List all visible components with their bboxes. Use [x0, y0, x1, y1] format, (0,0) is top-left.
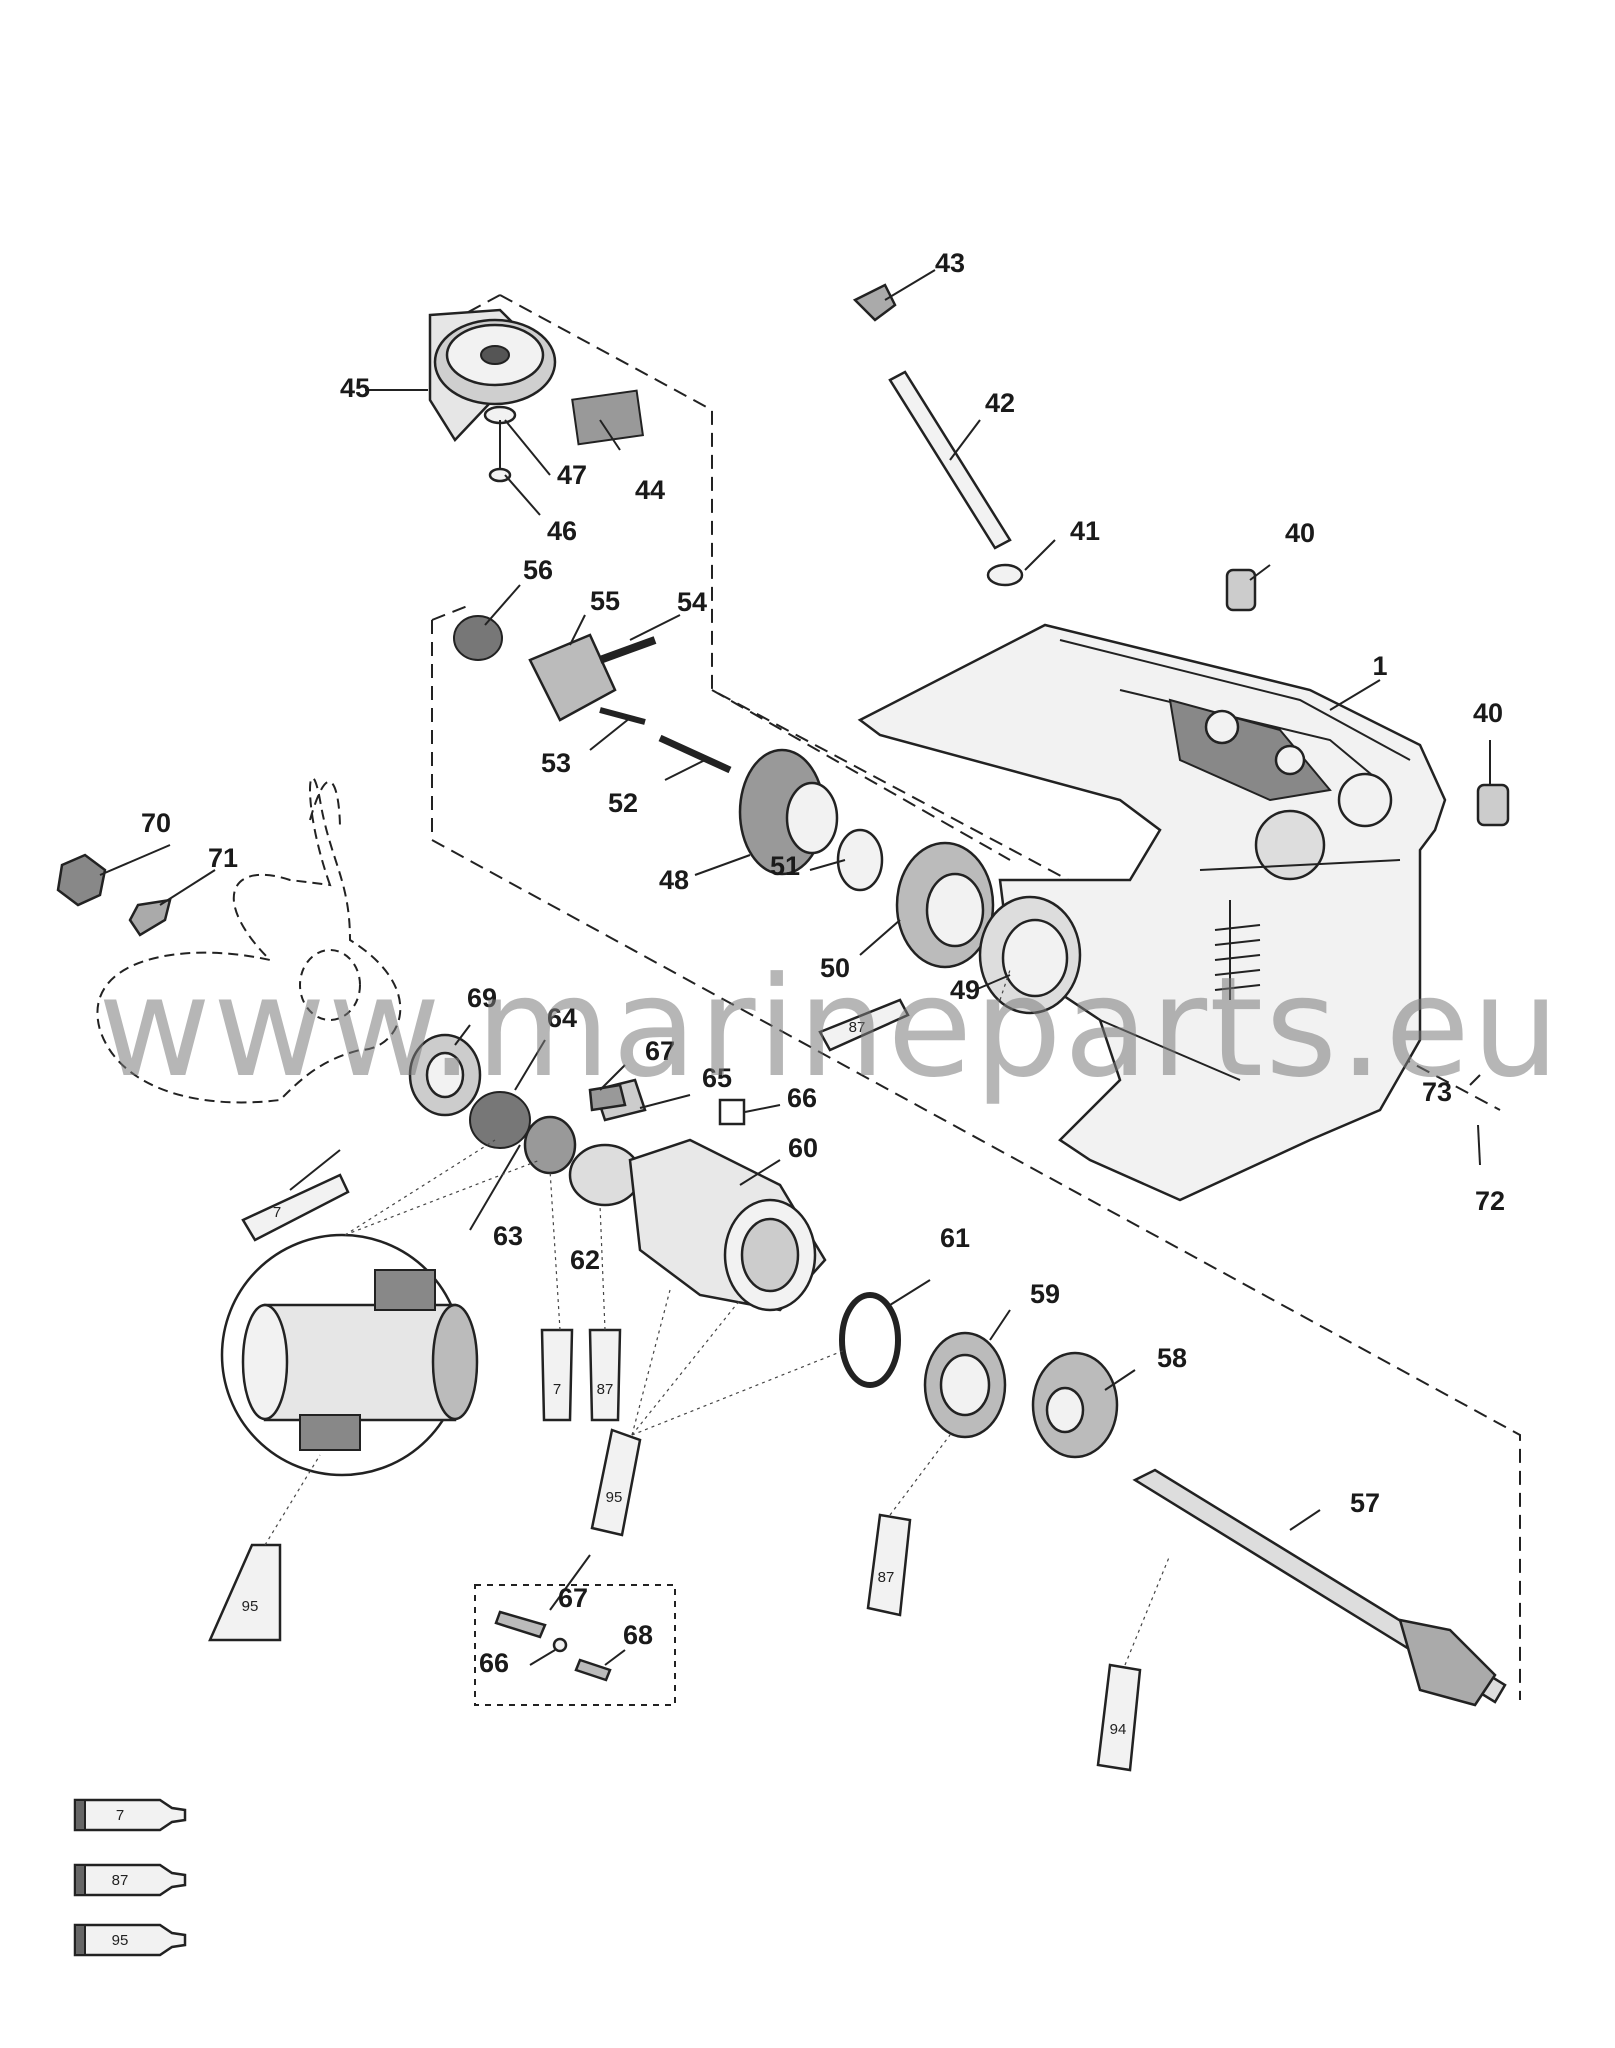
callout-66-inset: 66: [479, 1648, 509, 1678]
tube-95-b: 95: [208, 1543, 282, 1642]
tube-95-a: 95: [590, 1428, 642, 1537]
tube-7-b: 7: [540, 1328, 574, 1422]
svg-text:87: 87: [112, 1872, 129, 1889]
callout-62: 62: [570, 1245, 600, 1275]
callout-labels: 1 40 40 41 42 43 44 45 46 47 48 49 50 51…: [141, 248, 1505, 1678]
callout-61: 61: [940, 1223, 970, 1253]
callout-52: 52: [608, 788, 638, 818]
callout-60: 60: [788, 1133, 818, 1163]
tube-87-b: 87: [588, 1328, 622, 1422]
svg-text:94: 94: [1110, 1721, 1127, 1738]
water-pump-group[interactable]: [428, 308, 645, 483]
callout-53: 53: [541, 748, 571, 778]
callout-69: 69: [467, 983, 497, 1013]
shift-clutch-group[interactable]: [453, 615, 732, 774]
callout-70: 70: [141, 808, 171, 838]
callout-51: 51: [770, 851, 800, 881]
svg-text:7: 7: [116, 1807, 124, 1824]
callout-65: 65: [702, 1063, 732, 1093]
svg-text:95: 95: [606, 1489, 623, 1506]
shift-hardware-inset: [494, 1610, 612, 1682]
callout-67-inset: 67: [558, 1583, 588, 1613]
callout-41: 41: [1070, 516, 1100, 546]
propeller-outline[interactable]: [56, 776, 402, 1104]
svg-text:95: 95: [112, 1932, 129, 1949]
shift-rod-group[interactable]: [852, 283, 1024, 587]
callout-63: 63: [493, 1221, 523, 1251]
legend-tube-87: 87: [73, 1863, 187, 1897]
callout-73: 73: [1422, 1077, 1452, 1107]
watermark: www.marineparts.eu: [98, 947, 1561, 1108]
callout-59: 59: [1030, 1279, 1060, 1309]
tube-87-a: 87: [818, 998, 910, 1052]
legend-tube-95: 95: [73, 1923, 187, 1957]
callout-68: 68: [623, 1620, 653, 1650]
callout-44: 44: [635, 475, 665, 505]
gearcase-housing[interactable]: [857, 623, 1447, 1202]
housing-vent-slots: [1214, 924, 1261, 991]
callout-42: 42: [985, 388, 1015, 418]
svg-text:87: 87: [597, 1381, 614, 1398]
callout-50: 50: [820, 953, 850, 983]
callout-40-right: 40: [1473, 698, 1503, 728]
callout-55: 55: [590, 586, 620, 616]
callout-66-main: 66: [787, 1083, 817, 1113]
propshaft-group[interactable]: [1031, 1351, 1507, 1707]
callout-64: 64: [547, 1003, 577, 1033]
callout-45: 45: [340, 373, 370, 403]
detail-magnifier-circle: [220, 1233, 479, 1477]
lubricant-legend: 7 87 95: [73, 1798, 187, 1957]
lubricant-tubes: 7 87 7 87 95 95 87 94: [208, 998, 1142, 1772]
svg-text:7: 7: [553, 1381, 561, 1398]
callout-58: 58: [1157, 1343, 1187, 1373]
callout-57: 57: [1350, 1488, 1380, 1518]
svg-text:87: 87: [878, 1569, 895, 1586]
grease-dotted-lines: [264, 969, 1171, 1666]
callout-54: 54: [677, 587, 707, 617]
bearing-carrier-group[interactable]: [408, 1033, 1007, 1439]
callout-1: 1: [1372, 651, 1387, 681]
svg-text:7: 7: [273, 1204, 281, 1221]
callout-48: 48: [659, 865, 689, 895]
legend-tube-7: 7: [73, 1798, 187, 1832]
leader-lines: [99, 269, 1491, 1666]
callout-67-main: 67: [645, 1036, 675, 1066]
callout-49: 49: [950, 975, 980, 1005]
svg-text:95: 95: [242, 1598, 259, 1615]
callout-72: 72: [1475, 1186, 1505, 1216]
callout-47: 47: [557, 460, 587, 490]
callout-46: 46: [547, 516, 577, 546]
tube-7-a: 7: [241, 1173, 350, 1242]
callout-71: 71: [208, 843, 238, 873]
svg-text:87: 87: [849, 1019, 866, 1036]
callout-43: 43: [935, 248, 965, 278]
tube-94: 94: [1096, 1663, 1142, 1772]
tube-87-c: 87: [866, 1513, 912, 1617]
callout-56: 56: [523, 555, 553, 585]
nut-parts-40[interactable]: [1225, 568, 1510, 827]
callout-40-top: 40: [1285, 518, 1315, 548]
